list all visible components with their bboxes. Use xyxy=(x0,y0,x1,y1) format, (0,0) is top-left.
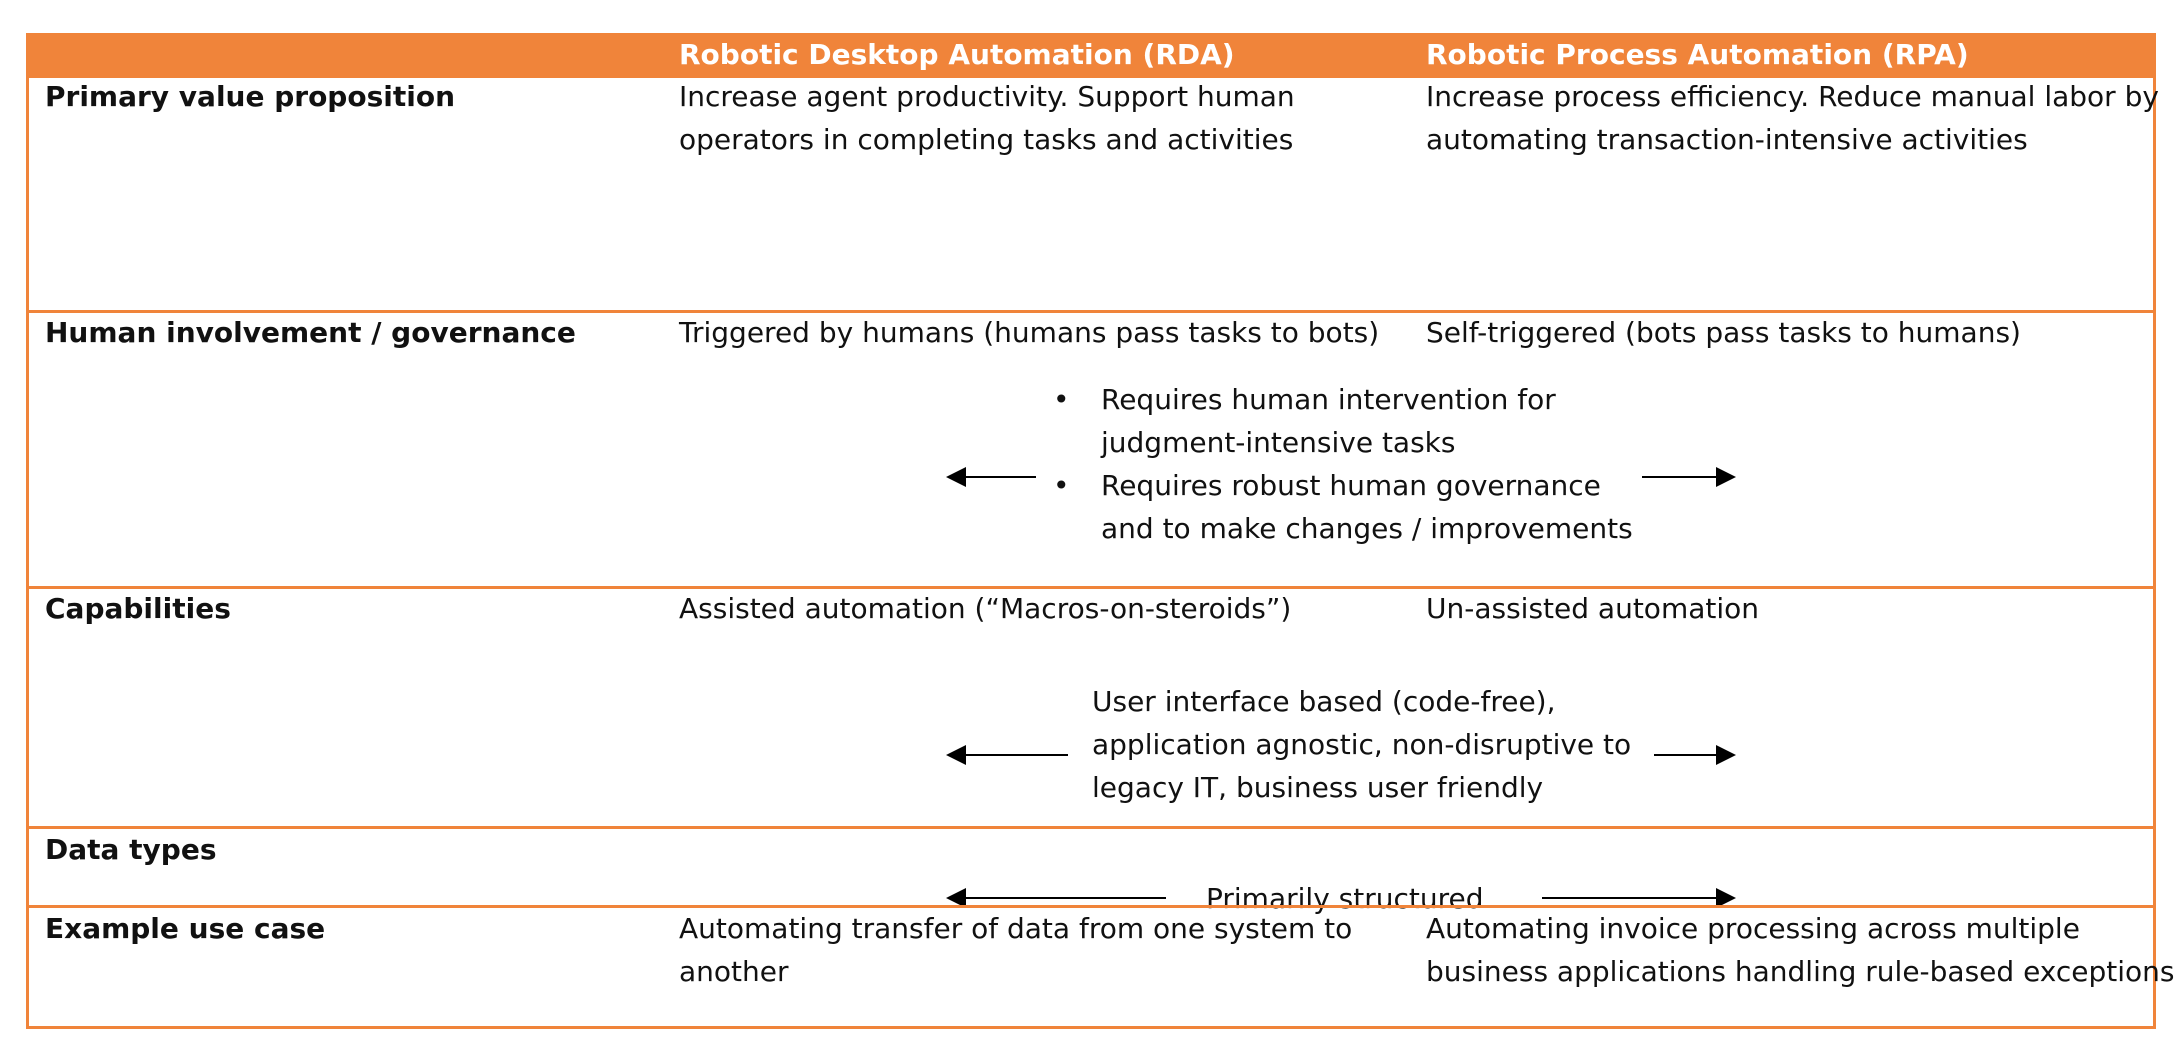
row-label-capabilities: Capabilities xyxy=(45,592,231,625)
row-label-data-types: Data types xyxy=(45,833,217,866)
rpa-human-involvement: Self-triggered (bots pass tasks to human… xyxy=(1426,316,2021,349)
comparison-table: Robotic Desktop Automation (RDA) Robotic… xyxy=(26,33,2175,1029)
table-header: Robotic Desktop Automation (RDA) Robotic… xyxy=(29,33,2156,78)
bullet-list: Requires human intervention for judgment… xyxy=(1053,378,1633,550)
row-label-example-use-case: Example use case xyxy=(45,912,326,945)
arrow-right-icon xyxy=(1542,887,1736,909)
rda-value-proposition: Increase agent productivity. Support hum… xyxy=(679,80,1295,156)
data-types-shared: Primarily structured xyxy=(1206,882,1484,915)
row-label-human-involvement: Human involvement / governance xyxy=(45,316,576,349)
row-divider xyxy=(29,586,2156,589)
rpa-example-use-case: Automating invoice processing across mul… xyxy=(1426,912,2175,988)
rda-example-use-case: Automating transfer of data from one sys… xyxy=(679,912,1353,988)
rpa-capabilities: Un-assisted automation xyxy=(1426,592,1760,625)
capabilities-shared: User interface based (code-free), applic… xyxy=(1092,685,1632,804)
row-label-value-proposition: Primary value proposition xyxy=(45,80,456,113)
header-rda: Robotic Desktop Automation (RDA) xyxy=(679,38,1235,71)
arrow-right-icon xyxy=(1642,466,1736,488)
governance-bullets: Requires human intervention for judgment… xyxy=(1053,378,1633,550)
arrow-right-icon xyxy=(1654,744,1736,766)
header-rpa: Robotic Process Automation (RPA) xyxy=(1426,38,1969,71)
row-divider xyxy=(29,905,2156,908)
row-divider xyxy=(29,826,2156,829)
list-item: Requires robust human governance and to … xyxy=(1053,464,1633,550)
rda-capabilities: Assisted automation (“Macros-on-steroids… xyxy=(679,592,1292,625)
rpa-value-proposition: Increase process efficiency. Reduce manu… xyxy=(1426,80,2159,156)
list-item: Requires human intervention for judgment… xyxy=(1053,378,1633,464)
row-divider xyxy=(29,310,2156,313)
arrow-left-icon xyxy=(946,887,1166,909)
arrow-left-icon xyxy=(946,744,1068,766)
arrow-left-icon xyxy=(946,466,1036,488)
rda-human-involvement: Triggered by humans (humans pass tasks t… xyxy=(679,316,1380,349)
